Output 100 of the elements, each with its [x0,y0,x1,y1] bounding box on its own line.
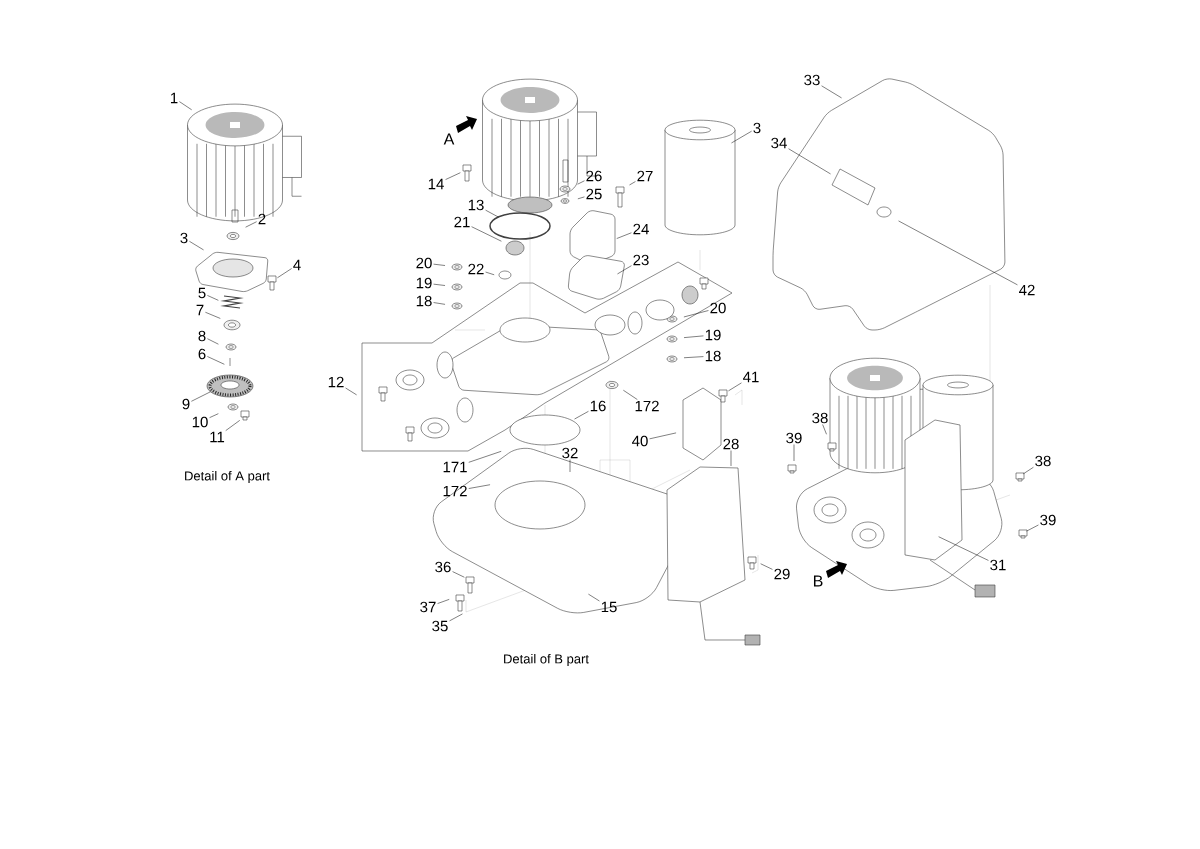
callout-number: 41 [743,371,759,383]
leader-line [468,484,491,489]
leader-line [485,271,495,276]
callout-number: 22 [468,263,484,275]
callout-number: 10 [192,416,208,428]
callout-number: 40 [632,435,648,447]
leader-line [485,209,499,218]
callout-number: 5 [198,287,206,299]
callout-number: 20 [416,257,432,269]
callout-number: 3 [753,122,761,134]
leader-line [731,130,752,144]
leader-line [683,335,704,338]
leader-line [577,180,585,185]
callout-number: 39 [786,432,802,444]
leader-line [191,391,211,402]
leader-line [1023,466,1034,475]
callout-number: 35 [432,620,448,632]
leader-line [683,356,704,358]
callout-number: 2 [258,213,266,225]
leader-line [207,356,225,365]
callout-number: 15 [601,601,617,613]
callout-number: 26 [586,170,602,182]
callout-number: 1 [171,92,178,104]
callout-number: 19 [705,329,721,341]
caption: Detail of B part [504,653,589,667]
leader-line [452,571,465,578]
leader-line [760,563,773,570]
callout-number: 21 [454,216,470,228]
leader-line [1026,524,1039,532]
view-letter: B [814,575,823,587]
leader-line [588,593,600,602]
callout-number: 37 [420,601,436,613]
caption: Detail of A part [185,470,270,484]
leader-line [577,196,585,200]
leader-line [788,148,831,175]
leader-line [225,420,241,431]
callout-number: 11 [210,431,225,443]
callout-number: 12 [328,376,344,388]
leader-line [245,221,257,228]
callout-number: 29 [774,568,790,580]
callout-number: 20 [710,302,726,314]
callout-number: 172 [635,400,659,412]
leader-line [629,181,636,186]
callout-number: 38 [812,412,828,424]
callout-number: 8 [198,330,206,342]
leader-line [209,413,219,418]
callout-number: 42 [1019,284,1035,296]
callout-number: 19 [416,277,432,289]
leader-line [179,101,192,111]
callout-number: 18 [705,350,721,362]
callout-number: 13 [468,199,484,211]
leader-line [277,268,292,279]
leader-line [821,85,842,99]
view-letter: A [443,133,455,145]
leader-line [938,536,989,561]
callout-number: 23 [633,254,649,266]
leader-line [433,302,446,305]
callout-number: 36 [435,561,451,573]
leader-line [623,389,638,400]
callout-number: 9 [182,398,190,410]
leader-line [449,613,463,622]
callout-number: 171 [443,461,467,473]
leader-line [471,226,502,242]
leader-line [822,424,827,435]
leader-line [683,310,709,318]
leader-line [468,451,502,463]
callout-number: 28 [723,438,739,450]
leader-line [730,450,732,467]
callout-number: 39 [1040,514,1056,526]
callout-number: 3 [180,232,188,244]
callout-number: 6 [198,348,206,360]
leader-line [793,444,795,462]
leader-line [345,387,357,396]
callout-number: 18 [416,295,432,307]
leader-line [649,432,677,440]
leader-line [898,220,1018,286]
leader-line [728,382,742,392]
callout-number: 38 [1035,455,1051,467]
leader-line [574,411,589,420]
callout-number: 34 [771,137,787,149]
leader-line [189,241,204,251]
callout-number: 24 [633,223,649,235]
leader-line [445,172,461,180]
callout-number: 32 [562,447,578,459]
callout-number: 25 [586,188,602,200]
callout-number: 31 [990,559,1006,571]
leader-line [207,338,219,345]
leader-line [207,295,219,301]
callout-number: 16 [590,400,606,412]
leader-line [433,283,446,286]
callout-number: 14 [428,178,444,190]
leader-line [616,232,632,239]
callout-number: 27 [637,170,653,182]
callout-number: 33 [804,74,820,86]
leader-line [205,312,221,319]
leader-line [569,459,571,473]
callout-number: 4 [293,259,301,271]
leader-line [617,265,632,275]
leader-line [433,263,446,266]
leader-line [437,599,450,604]
